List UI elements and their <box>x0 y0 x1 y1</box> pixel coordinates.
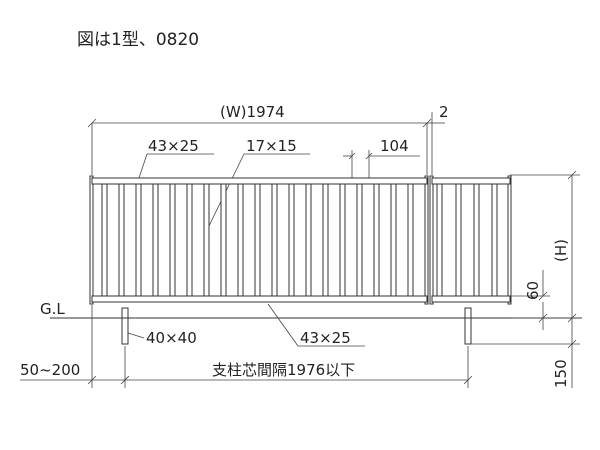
top-rail-left-panel <box>91 177 428 185</box>
post-label: 40×40 <box>146 329 197 347</box>
baluster-label: 17×15 <box>246 137 297 155</box>
top-rail-leader <box>137 153 148 182</box>
baluster-group <box>89 175 512 305</box>
panel-end-frame <box>507 175 512 305</box>
top-rail-label: 43×25 <box>148 137 199 155</box>
pitch-label: 104 <box>380 137 409 155</box>
bottom-rail-right-panel <box>431 295 511 303</box>
clearance-dimension <box>510 270 550 330</box>
panel-end-frame <box>89 175 94 305</box>
baluster <box>436 183 443 297</box>
baluster <box>169 183 176 297</box>
ground-label: G.L <box>40 300 65 318</box>
clearance-label: 60 <box>524 281 542 300</box>
post-right <box>464 307 472 345</box>
baluster <box>152 183 159 297</box>
baluster <box>356 183 363 297</box>
panel-end-frame <box>424 175 429 305</box>
gap-label: 2 <box>439 103 449 121</box>
baluster <box>220 183 227 297</box>
baluster <box>288 183 295 297</box>
width-label: (W)1974 <box>220 103 285 121</box>
baluster <box>339 183 346 297</box>
baluster <box>407 183 414 297</box>
top-rail-right-panel <box>431 177 511 185</box>
baluster <box>271 183 278 297</box>
baluster <box>186 183 193 297</box>
bottom-rail-left-panel <box>91 295 428 303</box>
bottom-rail-leader <box>267 303 299 347</box>
post-offset-label: 50~200 <box>20 361 80 379</box>
baluster <box>390 183 397 297</box>
post-spacing-label: 支柱芯間隔1976以下 <box>212 361 355 379</box>
baluster <box>135 183 142 297</box>
height-dimension <box>470 170 582 388</box>
baluster <box>373 183 380 297</box>
baluster <box>473 183 480 297</box>
post-spacing-dimension <box>20 305 473 388</box>
baluster <box>322 183 329 297</box>
baluster <box>491 183 498 297</box>
baluster <box>203 183 210 297</box>
bottom-rail-label: 43×25 <box>300 329 351 347</box>
post-leader <box>127 332 145 339</box>
baluster <box>237 183 244 297</box>
baluster <box>455 183 462 297</box>
baluster <box>118 183 125 297</box>
post-left <box>121 307 129 345</box>
embed-depth-label: 150 <box>552 359 570 388</box>
height-label: (H) <box>552 239 570 262</box>
gap-dimension <box>427 112 445 175</box>
figure-caption: 図は1型、0820 <box>77 30 199 50</box>
baluster <box>305 183 312 297</box>
baluster <box>101 183 108 297</box>
pitch-dimension <box>343 150 420 182</box>
baluster <box>254 183 261 297</box>
panel-end-frame <box>429 175 434 305</box>
